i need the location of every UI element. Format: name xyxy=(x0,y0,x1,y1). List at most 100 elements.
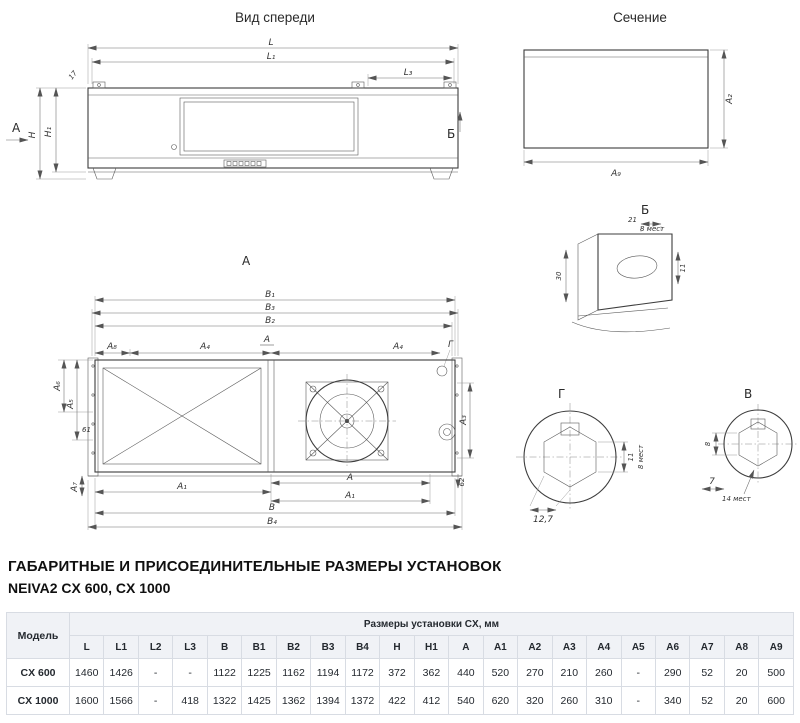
value-cell: 1460 xyxy=(68,658,105,687)
col-header-A7: A7 xyxy=(689,635,725,659)
value-cell: 310 xyxy=(586,686,622,715)
value-cell: 20 xyxy=(723,658,760,687)
value-cell: 1372 xyxy=(344,686,381,715)
detail-b: Б 21 8 мест 11 30 xyxy=(555,203,687,333)
value-cell: - xyxy=(620,686,656,715)
value-cell: 1322 xyxy=(206,686,243,715)
dim-B2: B₂ xyxy=(265,316,275,326)
col-header-A3: A3 xyxy=(551,635,588,659)
value-cell: 260 xyxy=(586,658,622,687)
value-cell: - xyxy=(137,658,174,687)
dim-61: 61 xyxy=(82,426,91,434)
value-cell: 320 xyxy=(517,686,553,715)
detail-b-title: Б xyxy=(641,203,649,217)
value-cell: 1362 xyxy=(275,686,312,715)
dim-8-places: 8 мест xyxy=(640,225,665,233)
dim-A7: A₇ xyxy=(70,482,80,493)
value-cell: 418 xyxy=(172,686,208,715)
dim-L3: L₃ xyxy=(404,68,413,78)
value-cell: 1122 xyxy=(206,658,243,687)
value-cell: 1600 xyxy=(68,686,105,715)
value-cell: 440 xyxy=(448,658,484,687)
dim-L1: L₁ xyxy=(267,52,276,62)
dim-11: 11 xyxy=(679,264,687,273)
col-header-B2: B2 xyxy=(275,635,312,659)
dim-A1-left: A₁ xyxy=(176,482,187,492)
dim-A6: A₆ xyxy=(53,381,63,392)
value-cell: 260 xyxy=(551,686,588,715)
dim-A5: A₅ xyxy=(66,399,76,410)
value-cell: 600 xyxy=(758,686,794,715)
detail-g: Г 12,7 11 8 мест xyxy=(516,387,645,525)
dim-A2: A₂ xyxy=(725,94,735,105)
value-cell: 1194 xyxy=(310,658,346,687)
col-header-L1: L1 xyxy=(103,635,139,659)
value-cell: 1162 xyxy=(275,658,312,687)
col-header-A9: A9 xyxy=(758,635,794,659)
dim-62: 62 xyxy=(458,477,466,486)
value-cell: 340 xyxy=(654,686,691,715)
detail-v: В 8 7 14 мест xyxy=(701,387,798,503)
view-a-center-marker: А xyxy=(263,335,270,345)
dim-A4-left: A₄ xyxy=(199,342,210,352)
value-cell: 1172 xyxy=(344,658,381,687)
model-column-header: Модель xyxy=(6,612,70,659)
group-header: Размеры установки CX, мм xyxy=(69,612,794,636)
value-cell: 1394 xyxy=(310,686,346,715)
value-cell: 362 xyxy=(413,658,450,687)
model-cell: CX 1000 xyxy=(6,686,70,715)
value-cell: 540 xyxy=(448,686,484,715)
dim-L: L xyxy=(268,38,273,48)
col-header-H1: H1 xyxy=(413,635,450,659)
col-header-A1: A1 xyxy=(482,635,519,659)
section-marker-A: А xyxy=(12,121,21,135)
value-cell: - xyxy=(620,658,656,687)
value-cell: 290 xyxy=(654,658,691,687)
view-a: А B₁ B₃ B₂ А A₈ A₄ A₄ Г A xyxy=(53,254,474,530)
value-cell: 500 xyxy=(758,658,794,687)
value-cell: 620 xyxy=(482,686,519,715)
col-header-B1: B1 xyxy=(241,635,277,659)
col-header-B4: B4 xyxy=(344,635,381,659)
dim-H1: H₁ xyxy=(44,126,54,137)
col-header-H: H xyxy=(379,635,415,659)
dim-30: 30 xyxy=(555,271,563,280)
dim-8-places-g: 8 мест xyxy=(637,444,645,469)
dim-A9: A₉ xyxy=(610,169,621,179)
dim-A: А xyxy=(346,473,353,483)
detail-g-title: Г xyxy=(558,387,565,401)
value-cell: 20 xyxy=(723,686,760,715)
front-view: Вид спереди L L₁ L₃ 17 H H₁ А Б xyxy=(6,10,463,180)
section-heading: ГАБАРИТНЫЕ И ПРИСОЕДИНИТЕЛЬНЫЕ РАЗМЕРЫ У… xyxy=(8,558,502,575)
section-view: Сечение A₂ A₉ xyxy=(523,10,735,179)
dim-14-places: 14 мест xyxy=(722,495,752,503)
dim-7: 7 xyxy=(709,477,715,487)
dim-17: 17 xyxy=(67,69,79,81)
section-marker-B: Б xyxy=(447,127,455,141)
col-header-L3: L3 xyxy=(172,635,208,659)
value-cell: 412 xyxy=(413,686,450,715)
col-header-A5: A5 xyxy=(620,635,656,659)
value-cell: 1425 xyxy=(241,686,277,715)
col-header-L2: L2 xyxy=(137,635,174,659)
col-header-A6: A6 xyxy=(654,635,691,659)
view-a-title: А xyxy=(242,254,251,268)
section-view-title: Сечение xyxy=(613,10,667,25)
dim-A4-right: A₄ xyxy=(392,342,403,352)
value-cell: - xyxy=(172,658,208,687)
dim-B1: B₁ xyxy=(265,290,275,300)
value-cell: 1426 xyxy=(103,658,139,687)
value-cell: 422 xyxy=(379,686,415,715)
value-cell: 210 xyxy=(551,658,588,687)
detail-marker-G: Г xyxy=(448,340,454,350)
dim-A8: A₈ xyxy=(106,342,117,352)
front-view-title: Вид спереди xyxy=(235,10,315,25)
dim-21: 21 xyxy=(628,216,637,224)
dim-B3: B₃ xyxy=(265,303,275,313)
